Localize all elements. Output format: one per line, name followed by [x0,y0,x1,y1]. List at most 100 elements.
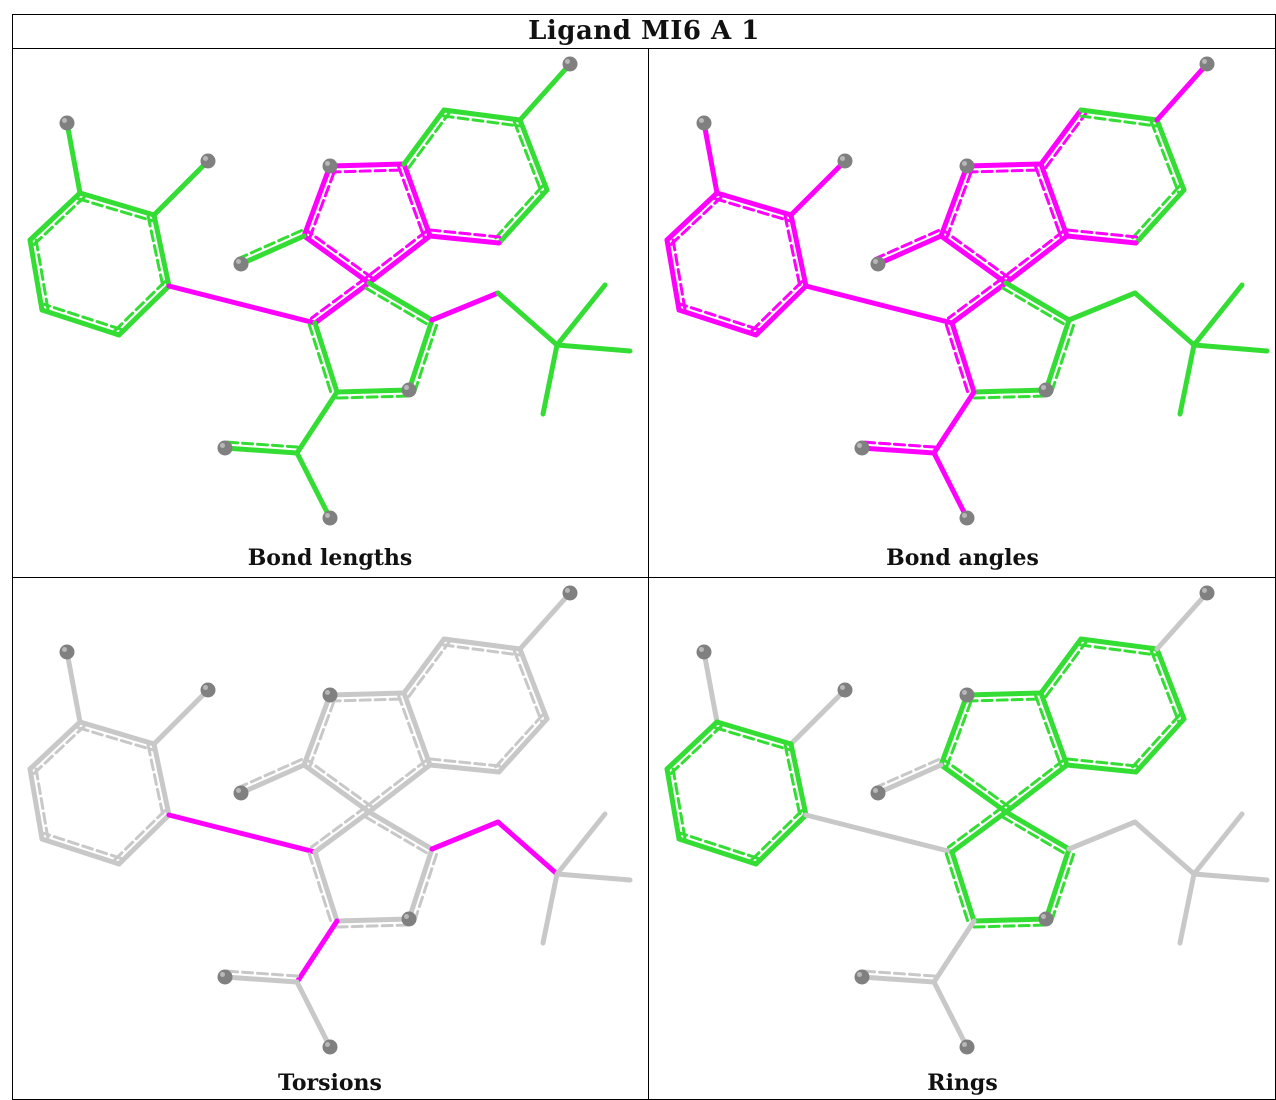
bond [441,643,521,657]
bond [146,214,165,289]
bond [1154,117,1187,193]
atom-marker [322,687,338,703]
bond [306,758,375,809]
bond [39,836,122,867]
bond [294,979,333,1050]
molecule [27,56,633,526]
bond [788,741,809,818]
atom-highlight [962,690,967,695]
bond [1050,320,1077,394]
bond [859,974,937,985]
bond [1038,690,1070,768]
bond [495,290,560,348]
bond [931,918,977,985]
bond [307,852,333,925]
bond [860,969,936,978]
bond [496,716,550,775]
bond [238,762,307,796]
bond [965,697,1043,703]
bond [294,389,340,456]
bond [938,762,1009,815]
bond [27,237,45,313]
bond [407,641,451,699]
bond [495,819,560,877]
bond [669,724,723,775]
bond [493,184,545,241]
bond [77,190,157,218]
bond [77,719,157,747]
atom-highlight [840,685,845,690]
bond [753,283,809,338]
bond [788,212,809,289]
bond [671,766,687,840]
bond [664,719,720,772]
bond [366,809,435,852]
atom-highlight [873,259,878,264]
bond [1043,846,1072,922]
bond [307,323,333,396]
bond [1001,815,1068,856]
bond [1066,228,1139,239]
panel-torsions [27,585,633,1055]
atom-marker [854,440,870,456]
bond [1149,649,1180,723]
bond [1003,762,1070,815]
bond [669,195,723,246]
atom-highlight [565,59,570,64]
bond [401,690,433,768]
caption-torsions: Torsions [278,1070,382,1096]
bond [949,809,1009,855]
atom-marker [562,56,578,72]
atom-marker [959,158,975,174]
bond [222,445,300,456]
bond [1191,871,1270,883]
bond [334,916,412,924]
bond [874,758,941,790]
bond [429,819,501,852]
bond [931,979,970,1050]
bond [146,743,165,818]
bond [366,233,433,286]
bond [301,692,333,768]
atom-highlight [857,443,862,448]
bond [366,762,433,815]
bond [39,307,122,338]
bond [1066,290,1138,323]
bond [27,719,83,772]
bond [32,195,86,246]
atom-marker [1199,56,1215,72]
atom-highlight [1202,588,1207,593]
atom-marker [59,115,75,131]
bond [427,233,502,246]
atom-highlight [565,588,570,593]
bond [27,766,45,842]
atom-highlight [857,972,862,977]
bond [1000,229,1065,280]
bond [312,809,372,855]
bond [750,280,804,333]
atom-marker [1038,911,1054,927]
bond [949,320,977,395]
bond [64,120,83,196]
bond [971,916,1049,924]
bond [554,871,633,883]
bond [676,307,759,338]
bond [222,974,300,985]
bond [1003,809,1072,852]
bond [517,590,573,652]
atom-marker [959,687,975,703]
bond [714,190,794,218]
bond [309,805,367,849]
bond [713,197,791,223]
atom-highlight [404,914,409,919]
bond [294,450,333,521]
bond [493,713,545,770]
atom-highlight [962,1042,967,1047]
bond [312,849,340,924]
atom-marker [959,510,975,526]
atom-highlight [1202,59,1207,64]
bond [364,286,431,327]
bond [788,687,848,747]
bond [401,107,447,167]
atom-highlight [220,443,225,448]
